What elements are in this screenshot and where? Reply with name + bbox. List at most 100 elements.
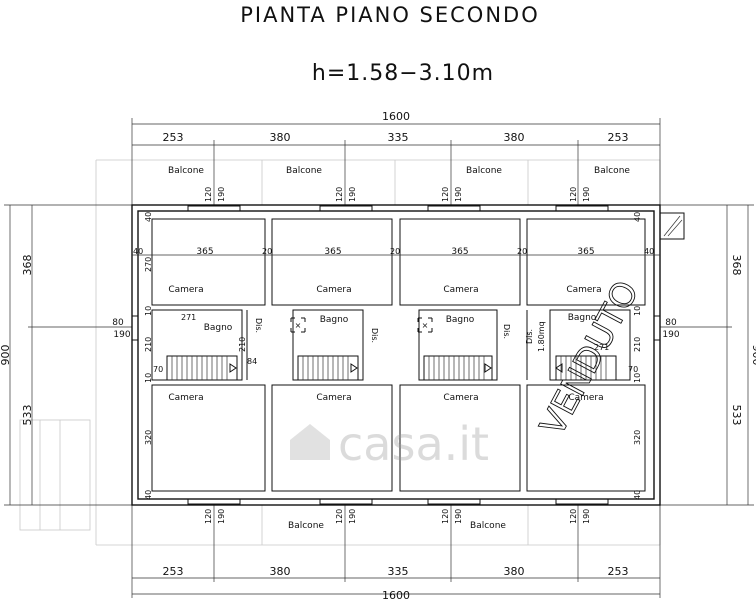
dim-320-a: 320 bbox=[144, 430, 153, 445]
staircases bbox=[166, 355, 617, 381]
window-dim-b: 190 bbox=[217, 509, 226, 524]
room-label-dis: Dis. bbox=[502, 324, 511, 339]
left-dimensions: 900 368 533 80 190 bbox=[0, 204, 132, 506]
dim-320-b: 320 bbox=[633, 430, 642, 445]
room-label-camera: Camera bbox=[168, 393, 203, 403]
right-lower-dim: 533 bbox=[730, 405, 743, 426]
room-width-2: 365 bbox=[324, 247, 341, 257]
left-upper-dim: 368 bbox=[21, 255, 34, 276]
overall-width-bottom-label: 1600 bbox=[382, 589, 410, 600]
plan-subtitle: h=1.58−3.10m bbox=[312, 61, 494, 86]
dim-40-top-left: 40 bbox=[144, 212, 153, 222]
bottom-dim-4: 380 bbox=[504, 565, 525, 578]
wall-marker-4: 20 bbox=[517, 247, 527, 256]
room-width-3: 365 bbox=[451, 247, 468, 257]
room-label-camera: Camera bbox=[316, 285, 351, 295]
room-label-bagno: Bagno bbox=[320, 315, 349, 325]
window-dim-b: 190 bbox=[454, 187, 463, 202]
window-dim-a: 120 bbox=[569, 509, 578, 524]
balcony-label-bottom-1: Balcone bbox=[288, 521, 324, 531]
right-window-dim-a: 80 bbox=[665, 318, 677, 328]
dim-210-b: 210 bbox=[238, 337, 247, 352]
room-label-camera: Camera bbox=[443, 285, 478, 295]
balcony-label-2: Balcone bbox=[286, 166, 322, 176]
room-label-camera: Camera bbox=[443, 393, 478, 403]
window-dim-a: 120 bbox=[204, 509, 213, 524]
dim-10-low-left: 10 bbox=[144, 373, 153, 383]
left-total-dim: 900 bbox=[0, 345, 12, 366]
room-label-dis: Dis. bbox=[254, 318, 263, 333]
dim-40-bottom-left: 40 bbox=[144, 490, 153, 500]
window-dim-a: 120 bbox=[335, 187, 344, 202]
bottom-dim-3: 335 bbox=[388, 565, 409, 578]
watermark-logo: casa.it bbox=[290, 417, 489, 471]
window-dim-b: 190 bbox=[348, 509, 357, 524]
balcony-label-4: Balcone bbox=[594, 166, 630, 176]
dim-271-a: 271 bbox=[181, 313, 196, 322]
left-lower-dim: 533 bbox=[21, 405, 34, 426]
top-dimensions: 1600 253 380 335 380 253 bbox=[131, 110, 661, 205]
wall-marker-3: 20 bbox=[390, 247, 400, 256]
background-context-lines bbox=[19, 159, 661, 546]
window-dim-a: 120 bbox=[441, 187, 450, 202]
dim-40-bottom-right: 40 bbox=[633, 490, 642, 500]
wall-marker-5: 40 bbox=[644, 247, 654, 256]
room-label-dis: Dis. bbox=[525, 329, 534, 344]
bottom-dim-5: 253 bbox=[608, 565, 629, 578]
bottom-dim-1: 253 bbox=[163, 565, 184, 578]
window-dim-b: 190 bbox=[454, 509, 463, 524]
dis-area-label: 1.80mq bbox=[537, 321, 546, 352]
right-upper-dim: 368 bbox=[730, 255, 743, 276]
window-dim-b: 190 bbox=[348, 187, 357, 202]
room-label-camera: Camera bbox=[168, 285, 203, 295]
balcony-label-1: Balcone bbox=[168, 166, 204, 176]
top-dim-4: 380 bbox=[504, 131, 525, 144]
dim-271-b: 271 bbox=[594, 343, 609, 352]
room-width-4: 365 bbox=[577, 247, 594, 257]
dim-10-left: 10 bbox=[144, 306, 153, 316]
bottom-dimensions: 253 380 335 380 253 1600 bbox=[131, 505, 661, 600]
light-fixture-icon: × × bbox=[290, 317, 433, 333]
dim-70-a: 70 bbox=[153, 365, 163, 374]
dim-10-right: 10 bbox=[633, 306, 642, 316]
left-window-dim-a: 80 bbox=[112, 318, 124, 328]
right-total-dim: 900 bbox=[750, 345, 756, 366]
left-window-dim-b: 190 bbox=[113, 330, 130, 340]
room-label-camera: Camera bbox=[316, 393, 351, 403]
dim-40-top-right: 40 bbox=[633, 212, 642, 222]
outer-walls bbox=[131, 204, 685, 506]
svg-text:×: × bbox=[422, 321, 429, 330]
bottom-dim-2: 380 bbox=[270, 565, 291, 578]
wall-marker-1: 40 bbox=[133, 247, 143, 256]
balcony-labels: Balcone Balcone Balcone Balcone Balcone … bbox=[168, 166, 630, 531]
top-dim-2: 380 bbox=[270, 131, 291, 144]
room-labels: Camera Camera Camera Camera Camera Camer… bbox=[168, 285, 603, 403]
window-markers bbox=[131, 205, 661, 505]
top-dim-3: 335 bbox=[388, 131, 409, 144]
dim-84: 84 bbox=[247, 357, 257, 366]
dim-210-c: 210 bbox=[633, 337, 642, 352]
top-dim-1: 253 bbox=[163, 131, 184, 144]
top-dim-5: 253 bbox=[608, 131, 629, 144]
svg-text:×: × bbox=[295, 321, 302, 330]
room-label-camera: Camera bbox=[568, 393, 603, 403]
balcony-label-bottom-2: Balcone bbox=[470, 521, 506, 531]
right-window-dim-b: 190 bbox=[662, 330, 679, 340]
room-label-bagno: Bagno bbox=[568, 313, 597, 323]
window-dimension-labels: 120 190 120 190 120 190 120 190 120 190 … bbox=[204, 187, 591, 524]
plan-title: PIANTA PIANO SECONDO bbox=[240, 3, 540, 27]
wall-marker-2: 20 bbox=[262, 247, 272, 256]
dim-70-b: 70 bbox=[628, 365, 638, 374]
room-label-bagno: Bagno bbox=[446, 315, 475, 325]
room-width-1: 365 bbox=[196, 247, 213, 257]
window-dim-a: 120 bbox=[441, 509, 450, 524]
window-dim-b: 190 bbox=[582, 187, 591, 202]
window-dim-b: 190 bbox=[217, 187, 226, 202]
room-label-camera: Camera bbox=[566, 285, 601, 295]
balcony-label-3: Balcone bbox=[466, 166, 502, 176]
right-dimensions: 368 533 900 80 190 bbox=[660, 204, 756, 506]
room-width-labels: 365 365 365 365 40 20 20 20 40 bbox=[133, 247, 654, 257]
small-dimension-labels: 40 40 40 40 270 10 10 210 210 210 10 10 … bbox=[144, 212, 642, 500]
dim-210-a: 210 bbox=[144, 337, 153, 352]
